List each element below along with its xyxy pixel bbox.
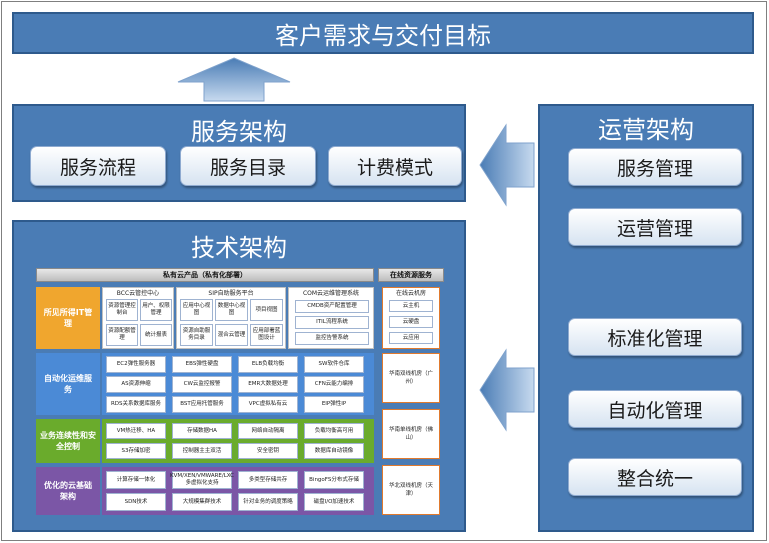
sip-cell: 应用部署蓝图设计: [250, 324, 283, 346]
ops-item-automation: 自动化管理: [568, 390, 742, 428]
service-item-catalog: 服务目录: [180, 146, 316, 186]
ops-item-service-mgmt: 服务管理: [568, 148, 742, 186]
bcc-cell: 资源管理控制台: [106, 299, 138, 321]
row2-label: 自动化运维服务: [36, 353, 100, 415]
row3-cell: VM热迁移、HA: [106, 423, 166, 439]
tech-architecture-title: 技术架构: [191, 234, 287, 262]
row2-cell: EIP弹性IP: [304, 396, 364, 413]
private-cloud-header: 私有云产品（私有化部署）: [36, 268, 374, 282]
row2-cell: EBS弹性硬盘: [172, 356, 232, 373]
row4-cell: BingoFS分布式存储: [304, 471, 364, 489]
row4-cell: 大规模集群技术: [172, 493, 232, 511]
row4-cell: 计算存储一体化: [106, 471, 166, 489]
ops-item-standardization: 标准化管理: [568, 318, 742, 356]
service-architecture-box: 服务架构 服务流程 服务目录 计费模式: [12, 104, 466, 202]
sip-cell: 项目视图: [250, 299, 283, 321]
site-tianjin: 华北双线机房（天津）: [382, 465, 440, 515]
row1-label: 所见所得IT管理: [36, 287, 100, 349]
top-banner-title: 客户需求与交付目标: [275, 21, 491, 50]
ops-item-integration: 整合统一: [568, 458, 742, 496]
ops-architecture-box: 运营架构 服务管理 运营管理 标准化管理 自动化管理 整合统一: [538, 104, 754, 532]
row3-cell: 数据库自动镜像: [304, 443, 364, 459]
row4-cell: 多类型存储共存: [238, 471, 298, 489]
row3-cell: 负载均衡高可用: [304, 423, 364, 439]
online-service-header: 在线资源服务: [378, 268, 444, 282]
row3-cell: 安全密钥: [238, 443, 298, 459]
row3-cell: S3存储加密: [106, 443, 166, 459]
com-group-title: COM云运维管理系统: [302, 290, 360, 297]
row2-cell: VPC虚拟私有云: [238, 396, 298, 413]
row2-cell: CFN云能力编排: [304, 376, 364, 393]
sip-cell: 混合云管理: [215, 324, 248, 346]
sip-cell: 应用中心视图: [180, 299, 213, 321]
sip-cell: 数据中心视图: [215, 299, 248, 321]
ops-architecture-title: 运营架构: [598, 116, 694, 144]
service-item-billing: 计费模式: [328, 146, 462, 186]
service-architecture-title: 服务架构: [191, 118, 287, 146]
row4-cell: 磁盘I/O加速技术: [304, 493, 364, 511]
site-guangzhou: 华南双线机房（广州）: [382, 353, 440, 403]
online-cell: 云应用: [389, 332, 433, 344]
com-cell: CMDB资产配置管理: [295, 300, 369, 313]
bcc-group: BCC云管控中心 资源管理控制台 用户、权限管理 资源配额管理 统计报表: [102, 287, 174, 349]
com-cell: 监控告警系统: [295, 332, 369, 345]
row4-cell: SDN技术: [106, 493, 166, 511]
sip-group-title: SIP自助服务平台: [208, 290, 254, 297]
bcc-cell: 资源配额管理: [106, 324, 138, 346]
row3-cell: 网络自动隔离: [238, 423, 298, 439]
row2-cell: EMR大数据处理: [238, 376, 298, 393]
bcc-cell: 统计报表: [140, 324, 172, 346]
top-banner: 客户需求与交付目标: [12, 12, 754, 54]
row3-label: 业务连续性和安全控制: [36, 419, 100, 463]
ops-item-operation-mgmt: 运营管理: [568, 208, 742, 246]
sip-cell: 资源自助服务目录: [180, 324, 213, 346]
row3-cell: 存储数据HA: [172, 423, 232, 439]
site-foshan: 华南单线机房（佛山）: [382, 409, 440, 459]
row4-cell: KVM/XEN/VMWARE/LXC多虚拟化支持: [170, 471, 234, 489]
row2-cell: AS资源伸缩: [106, 376, 166, 393]
left-arrow-tech: [479, 348, 535, 432]
row2-cell: EC2弹性服务器: [106, 356, 166, 373]
bcc-cell: 用户、权限管理: [140, 299, 172, 321]
service-item-process: 服务流程: [30, 146, 166, 186]
row4-cell: 针对业务的调度策略: [238, 493, 298, 511]
row3-cell: 控制器主主双活: [172, 443, 232, 459]
tech-architecture-box: 技术架构 私有云产品（私有化部署） 在线资源服务 所见所得IT管理 BCC云管控…: [12, 220, 466, 532]
up-arrow: [177, 57, 291, 102]
row2-cell: CW云监控报警: [172, 376, 232, 393]
bcc-group-title: BCC云管控中心: [116, 290, 160, 297]
online-group: 在线云机房 云主机 云硬盘 云应用: [382, 287, 440, 349]
left-arrow-service: [479, 123, 535, 207]
com-cell: ITIL流程系统: [295, 316, 369, 329]
sip-group: SIP自助服务平台 应用中心视图 数据中心视图 项目视图 资源自助服务目录 混合…: [176, 287, 286, 349]
row4-label: 优化的云基础架构: [36, 467, 100, 515]
row2-cell: BST应用托管服务: [172, 396, 232, 413]
row2-cell: SW软件仓库: [304, 356, 364, 373]
row2-cell: RDS关系数据库服务: [106, 396, 166, 413]
com-group: COM云运维管理系统 CMDB资产配置管理 ITIL流程系统 监控告警系统: [288, 287, 374, 349]
online-group-title: 在线云机房: [395, 290, 426, 297]
online-cell: 云硬盘: [389, 316, 433, 328]
online-cell: 云主机: [389, 300, 433, 312]
row2-cell: ELB负载均衡: [238, 356, 298, 373]
